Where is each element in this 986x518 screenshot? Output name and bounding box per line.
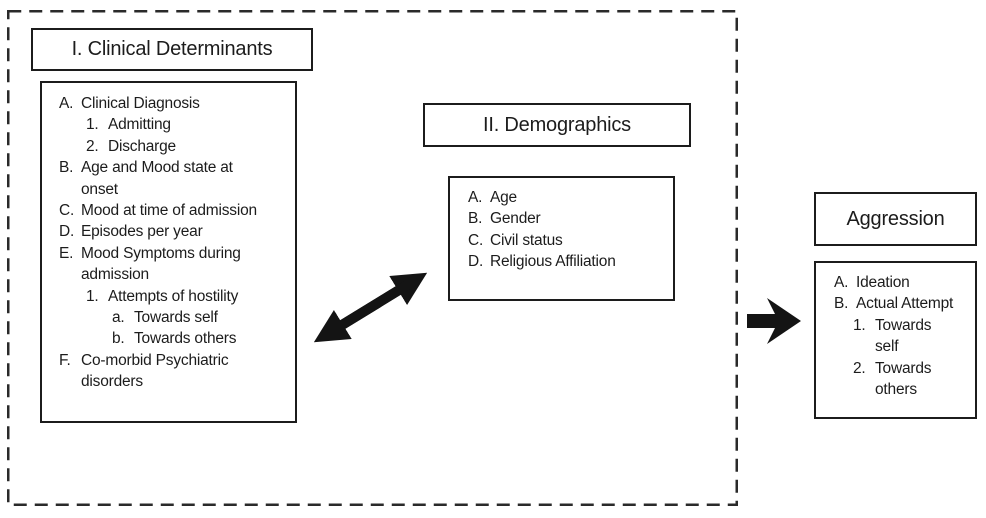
item-label: A. <box>59 95 74 112</box>
aggression-list-box: A. Ideation B. Actual Attempt 1. Towards se… <box>814 261 977 419</box>
list-item: 2. Discharge <box>42 136 295 157</box>
item-text: others <box>875 381 917 399</box>
item-label: D. <box>468 253 484 271</box>
item-label: 1. <box>86 116 99 134</box>
right-arrow-icon <box>747 298 801 344</box>
list-item: a. Towards self <box>42 307 295 328</box>
item-label: a. <box>112 309 125 327</box>
list-item: F. Co-morbid Psychiatric <box>42 350 295 371</box>
list-item: B. Age and Mood state at <box>42 157 295 178</box>
item-text: Ideation <box>856 274 910 291</box>
list-item: A. Age <box>450 187 673 208</box>
item-text: self <box>875 338 899 356</box>
item-label: B. <box>468 210 483 228</box>
item-label: B. <box>59 159 74 177</box>
item-label: A. <box>834 274 849 291</box>
list-item: others <box>816 379 975 400</box>
list-item: 1. Towards <box>816 315 975 336</box>
item-label: b. <box>112 330 125 348</box>
item-text: Mood at time of admission <box>81 202 257 220</box>
item-text: Co-morbid Psychiatric <box>81 351 229 369</box>
list-item: C. Mood at time of admission <box>42 200 295 221</box>
list-item: B. Gender <box>450 208 673 229</box>
item-text: Mood Symptoms during <box>81 244 241 262</box>
item-text: Attempts of hostility <box>108 287 239 305</box>
bidirectional-arrow-icon <box>313 272 428 343</box>
demographics-title-box: II. Demographics <box>423 103 691 147</box>
aggression-title-box: Aggression <box>814 192 977 246</box>
item-text: onset <box>81 180 118 198</box>
list-item: A. Clinical Diagnosis <box>42 93 295 114</box>
item-text: Towards self <box>134 309 218 327</box>
list-item: self <box>816 336 975 357</box>
item-text: Clinical Diagnosis <box>81 95 200 112</box>
item-text: Actual Attempt <box>856 295 954 313</box>
item-text: Discharge <box>108 137 176 155</box>
clinical-determinants-title-box: I. Clinical Determinants <box>31 28 313 71</box>
aggression-title: Aggression <box>846 207 945 230</box>
item-text: Civil status <box>490 231 563 249</box>
item-text: Age and Mood state at <box>81 159 233 177</box>
list-item: 1. Attempts of hostility <box>42 286 295 307</box>
item-label: E. <box>59 244 74 262</box>
clinical-determinants-title: I. Clinical Determinants <box>71 38 273 60</box>
item-label: 2. <box>853 359 866 377</box>
list-item: C. Civil status <box>450 230 673 251</box>
item-text: Admitting <box>108 116 171 134</box>
item-label: F. <box>59 351 71 369</box>
item-label: B. <box>834 295 849 313</box>
item-label: C. <box>59 202 75 220</box>
item-text: disorders <box>81 373 143 391</box>
item-text: Towards <box>875 316 932 334</box>
item-label: 2. <box>86 137 99 155</box>
item-text: Religious Affiliation <box>490 253 616 271</box>
item-label: A. <box>468 189 483 206</box>
list-item: admission <box>42 264 295 285</box>
list-item: 1. Admitting <box>42 114 295 135</box>
list-item: D. Religious Affiliation <box>450 251 673 272</box>
outer-dashed-border <box>7 10 738 506</box>
list-item: E. Mood Symptoms during <box>42 243 295 264</box>
item-label: C. <box>468 231 484 249</box>
list-item: D. Episodes per year <box>42 221 295 242</box>
item-label: 1. <box>86 287 99 305</box>
item-text: Towards others <box>134 330 237 348</box>
item-text: Age <box>490 189 517 206</box>
item-label: 1. <box>853 316 866 334</box>
list-item: 2. Towards <box>816 358 975 379</box>
list-item: A. Ideation <box>816 272 975 293</box>
item-text: admission <box>81 266 149 284</box>
item-text: Episodes per year <box>81 223 203 241</box>
clinical-determinants-list-box: A. Clinical Diagnosis 1. Admitting 2. Disch… <box>40 81 297 423</box>
demographics-title: II. Demographics <box>483 113 631 136</box>
list-item: disorders <box>42 371 295 392</box>
list-item: B. Actual Attempt <box>816 293 975 314</box>
item-text: Gender <box>490 210 541 228</box>
item-label: D. <box>59 223 75 241</box>
list-item: b. Towards others <box>42 328 295 349</box>
list-item: onset <box>42 179 295 200</box>
demographics-list-box: A. Age B. Gender C. Civil status D. Religiou… <box>448 176 675 301</box>
item-text: Towards <box>875 359 932 377</box>
